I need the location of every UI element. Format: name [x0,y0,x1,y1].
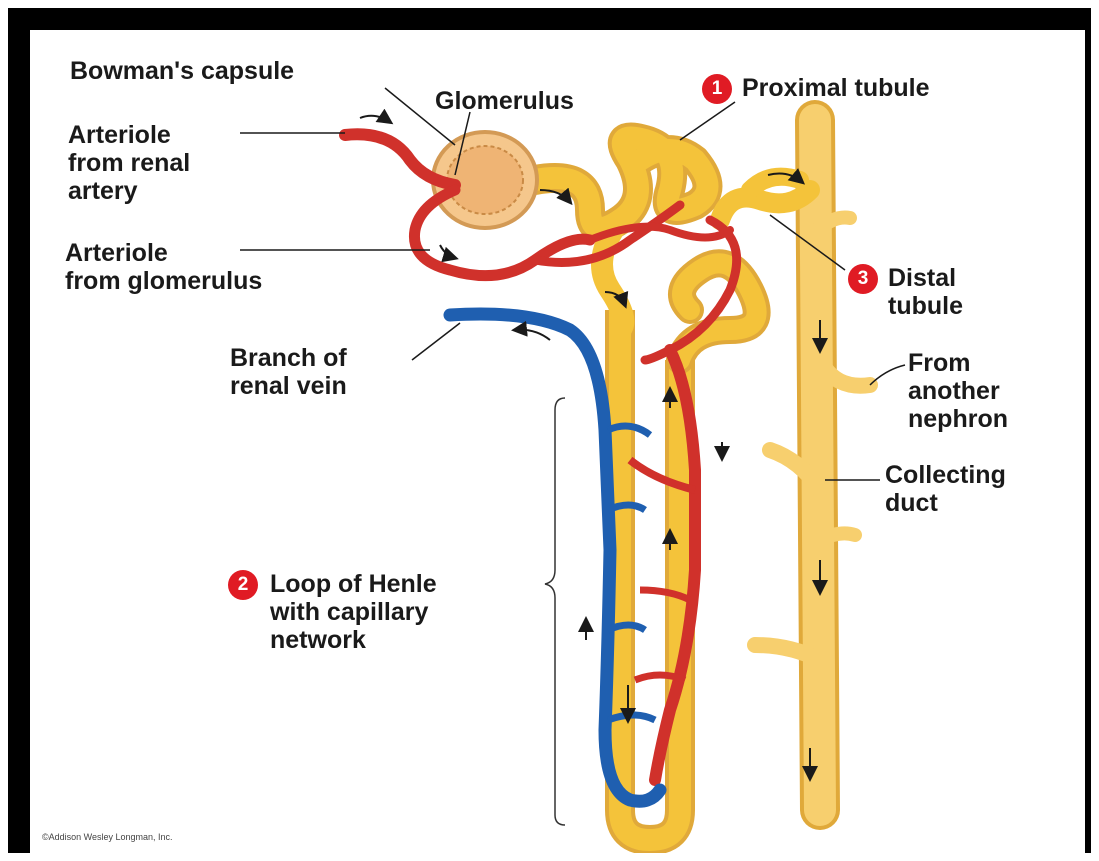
label-branch-renal-vein-line2: renal vein [230,373,347,400]
badge-loop-of-henle: 2 [228,570,258,600]
loop-of-henle-tubule [620,310,680,840]
diagram-canvas: Bowman's capsule Glomerulus 1 Proximal t… [30,30,1085,853]
label-arteriole-glomerulus-line2: from glomerulus [65,268,262,295]
loop-bracket [545,398,565,825]
label-arteriole-glomerulus-line1: Arteriole [65,240,168,267]
diagram-frame: Bowman's capsule Glomerulus 1 Proximal t… [8,8,1091,853]
label-arteriole-renal-artery-line1: Arteriole [68,122,171,149]
label-distal-tubule-line1: Distal [888,265,956,292]
label-from-another-nephron-line2: another [908,378,1000,405]
label-distal-tubule-line2: tubule [888,293,963,320]
badge-proximal-tubule: 1 [702,74,732,104]
label-bowmans-capsule: Bowman's capsule [70,58,294,85]
label-branch-renal-vein-line1: Branch of [230,345,347,372]
badge-distal-tubule: 3 [848,264,878,294]
label-collecting-duct-line2: duct [885,490,938,517]
label-arteriole-renal-artery-line2: from renal [68,150,190,177]
label-arteriole-renal-artery-line3: artery [68,178,138,205]
label-loop-of-henle-line1: Loop of Henle [270,571,437,598]
label-collecting-duct-line1: Collecting [885,462,1006,489]
label-from-another-nephron-line1: From [908,350,971,377]
label-loop-of-henle-line3: network [270,627,366,654]
collecting-duct [755,120,870,810]
label-loop-of-henle-line2: with capillary [270,599,428,626]
label-glomerulus: Glomerulus [435,88,574,115]
copyright-credit: ©Addison Wesley Longman, Inc. [42,832,173,842]
label-from-another-nephron-line3: nephron [908,406,1008,433]
label-proximal-tubule: Proximal tubule [742,75,930,102]
